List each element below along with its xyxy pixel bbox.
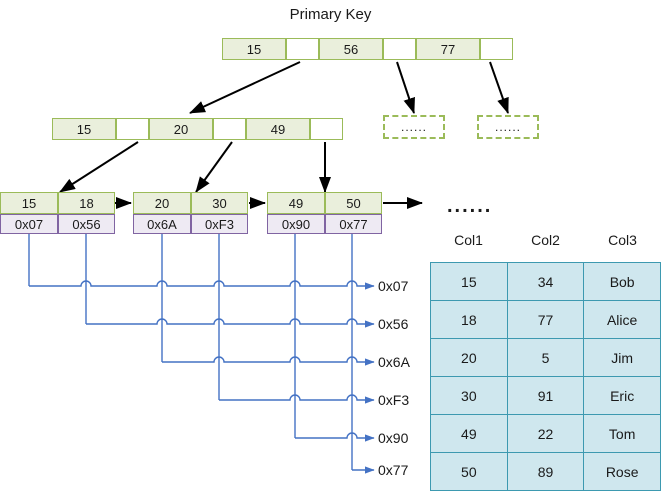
placeholder-node-2[interactable]: ...... xyxy=(477,115,539,139)
arrow-internal-to-leaf-2 xyxy=(195,141,233,193)
leaf-2-key-1[interactable]: 30 xyxy=(191,192,248,214)
table-body: 15 34 Bob 18 77 Alice 20 5 Jim 30 91 xyxy=(430,262,661,491)
table-cell-col1: 20 xyxy=(430,338,508,377)
table-cell-col2: 34 xyxy=(506,262,585,301)
leaf-1-key-0[interactable]: 15 xyxy=(0,192,58,214)
leaf-1-key-row: 15 18 xyxy=(0,192,115,214)
table-header-col1: Col1 xyxy=(454,232,483,248)
table-cell-col2: 22 xyxy=(506,414,585,453)
table-cell-col1: 15 xyxy=(430,262,508,301)
table-cell-col2: 5 xyxy=(506,338,585,377)
root-cell-key-1[interactable]: 56 xyxy=(319,38,383,60)
internal-cell-ptr-1[interactable] xyxy=(213,118,246,140)
internal-cell-ptr-2[interactable] xyxy=(310,118,343,140)
leaf-node-3[interactable]: 49 50 0x90 0x77 xyxy=(267,192,382,234)
table-header-col2: Col2 xyxy=(531,232,560,248)
arrow-internal-to-leaf-1 xyxy=(59,141,139,193)
table-cell-col3: Jim xyxy=(583,338,661,377)
root-cell-ptr-1[interactable] xyxy=(383,38,416,60)
table-row[interactable]: 49 22 Tom xyxy=(430,414,661,453)
leaf-1-pointer-0[interactable]: 0x07 xyxy=(0,214,58,234)
row-data-table: Col1 Col2 Col3 15 34 Bob 18 77 Alice 20 … xyxy=(430,232,661,491)
table-header-row: Col1 Col2 Col3 xyxy=(430,232,661,262)
pointer-routing xyxy=(28,226,375,474)
arrow-root-to-placeholder-1 xyxy=(396,61,415,114)
address-label-4: 0x90 xyxy=(378,430,409,446)
leaf-2-pointer-0[interactable]: 0x6A xyxy=(133,214,191,234)
table-cell-col1: 49 xyxy=(430,414,508,453)
table-row[interactable]: 15 34 Bob xyxy=(430,262,661,301)
placeholder-node-1[interactable]: ...... xyxy=(383,115,445,139)
page-title: Primary Key xyxy=(289,6,372,23)
address-label-5: 0x77 xyxy=(378,462,409,478)
arrow-root-to-internal xyxy=(189,61,301,114)
leaf-2-key-0[interactable]: 20 xyxy=(133,192,191,214)
root-index-node[interactable]: 15 56 77 xyxy=(222,38,513,60)
table-row[interactable]: 18 77 Alice xyxy=(430,300,661,339)
leaf-3-pointer-0[interactable]: 0x90 xyxy=(267,214,325,234)
address-label-1: 0x56 xyxy=(378,316,409,332)
arrow-root-to-placeholder-2 xyxy=(489,61,509,114)
leaf-chain-ellipsis: ...... xyxy=(447,195,493,217)
leaf-1-key-1[interactable]: 18 xyxy=(58,192,115,214)
table-header-col3: Col3 xyxy=(608,232,637,248)
leaf-2-pointer-1[interactable]: 0xF3 xyxy=(191,214,248,234)
table-cell-col2: 91 xyxy=(506,376,585,415)
table-row[interactable]: 30 91 Eric xyxy=(430,376,661,415)
table-row[interactable]: 20 5 Jim xyxy=(430,338,661,377)
address-label-2: 0x6A xyxy=(378,354,410,370)
leaf-3-pointer-1[interactable]: 0x77 xyxy=(325,214,382,234)
leaf-2-pointer-row: 0x6A 0xF3 xyxy=(133,214,248,234)
leaf-3-key-row: 49 50 xyxy=(267,192,382,214)
internal-cell-key-2[interactable]: 49 xyxy=(246,118,310,140)
root-cell-ptr-0[interactable] xyxy=(286,38,319,60)
root-cell-key-0[interactable]: 15 xyxy=(222,38,286,60)
leaf-2-key-row: 20 30 xyxy=(133,192,248,214)
leaf-3-key-1[interactable]: 50 xyxy=(325,192,382,214)
table-cell-col3: Tom xyxy=(583,414,661,453)
leaf-node-1[interactable]: 15 18 0x07 0x56 xyxy=(0,192,115,234)
table-cell-col2: 77 xyxy=(506,300,585,339)
table-cell-col3: Alice xyxy=(583,300,661,339)
address-label-3: 0xF3 xyxy=(378,392,410,408)
leaf-3-key-0[interactable]: 49 xyxy=(267,192,325,214)
internal-cell-key-0[interactable]: 15 xyxy=(52,118,116,140)
leaf-1-pointer-1[interactable]: 0x56 xyxy=(58,214,115,234)
internal-index-node[interactable]: 15 20 49 xyxy=(52,118,343,140)
table-cell-col1: 18 xyxy=(430,300,508,339)
leaf-1-pointer-row: 0x07 0x56 xyxy=(0,214,115,234)
leaf-3-pointer-row: 0x90 0x77 xyxy=(267,214,382,234)
internal-cell-ptr-0[interactable] xyxy=(116,118,149,140)
table-cell-col1: 30 xyxy=(430,376,508,415)
leaf-node-2[interactable]: 20 30 0x6A 0xF3 xyxy=(133,192,248,234)
internal-cell-key-1[interactable]: 20 xyxy=(149,118,213,140)
address-label-0: 0x07 xyxy=(378,278,409,294)
root-cell-ptr-2[interactable] xyxy=(480,38,513,60)
root-cell-key-2[interactable]: 77 xyxy=(416,38,480,60)
table-cell-col3: Eric xyxy=(583,376,661,415)
table-cell-col3: Bob xyxy=(583,262,661,301)
